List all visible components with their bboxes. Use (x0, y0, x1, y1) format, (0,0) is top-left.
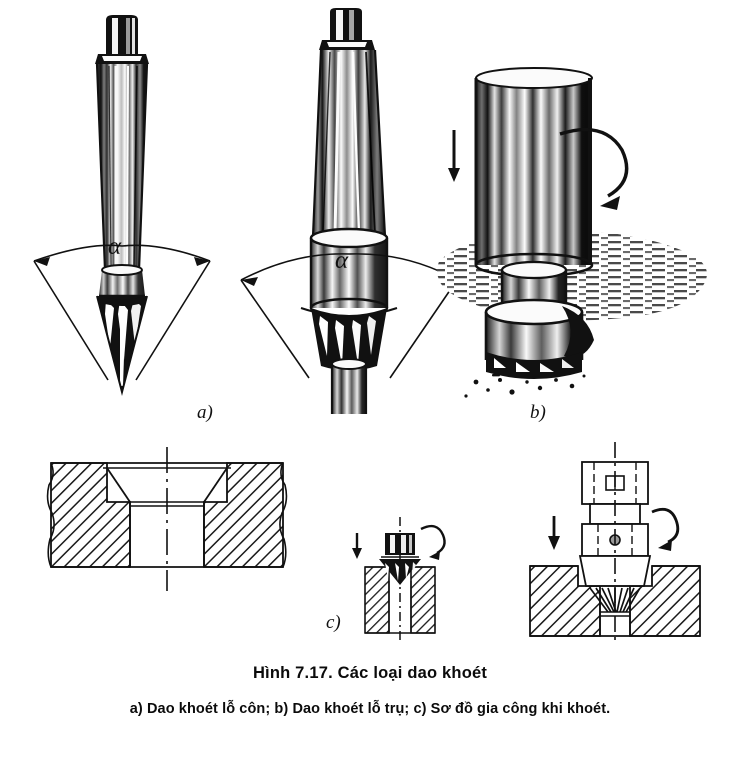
feed-arrow-down (448, 130, 460, 182)
caption-subtitle: a) Dao khoét lỗ côn; b) Dao khoét lỗ trụ… (129, 701, 611, 717)
small-tool-drawing (352, 517, 446, 640)
figure-caption: Hình 7.17. Các loại dao khoét a) Dao kho… (0, 664, 740, 717)
panel-b-operation-drawing (437, 67, 707, 398)
panel-b-counterboring-operation (432, 30, 717, 410)
section-break-edges (46, 462, 288, 568)
tool-a-tang (106, 15, 138, 54)
small-rotation-arrow (420, 524, 446, 560)
panel-c-tool-with-holder (520, 440, 710, 645)
holder-rotation-arrow (651, 507, 680, 551)
tool-a-cutting-head (96, 295, 148, 396)
tool-b-cutting-teeth (300, 307, 398, 371)
counterbore-cutter-body (484, 298, 594, 360)
tool-a-collar (99, 264, 145, 298)
section-left-block (50, 462, 131, 568)
tool-b-pilot (330, 358, 368, 414)
sublabel-a: a) (197, 402, 213, 423)
caption-title: Hình 7.17. Các loại dao khoét (252, 664, 488, 682)
panel-a-drawing: α (33, 15, 211, 396)
small-tool-cone (379, 559, 421, 585)
section-right-block (203, 462, 284, 568)
tool-b-body (311, 49, 387, 237)
chips (464, 374, 586, 398)
countersunk-section-drawing (46, 447, 288, 591)
rotation-arrow (559, 127, 629, 210)
small-feed-arrow (352, 533, 362, 559)
panel-b-tool-drawing: α (240, 8, 458, 414)
sublabel-c: c) (326, 612, 341, 633)
holder-cutting-teeth (586, 585, 644, 613)
tool-a-shoulder (95, 54, 149, 72)
sublabel-b: b) (530, 402, 546, 423)
panel-b-cylindrical-counterbore-tool: α (235, 8, 460, 418)
angle-alpha-dimension-a: α (33, 233, 211, 381)
counterbore-teeth (486, 352, 582, 379)
counterbore-shank (474, 67, 594, 278)
counterbore-neck (500, 260, 568, 302)
tool-b-head (309, 227, 389, 319)
tool-b-tang (330, 8, 362, 40)
panel-c-countersunk-hole-section (45, 445, 325, 635)
tool-a-body (95, 63, 149, 271)
panel-a-taper-countersink: α (10, 8, 230, 408)
alpha-label-b: α (335, 247, 349, 274)
holder-feed-arrow (548, 516, 560, 550)
alpha-label-a: α (108, 233, 122, 260)
tool-holder-drawing (529, 442, 701, 645)
panel-c-small-tool-in-hole (345, 515, 455, 640)
